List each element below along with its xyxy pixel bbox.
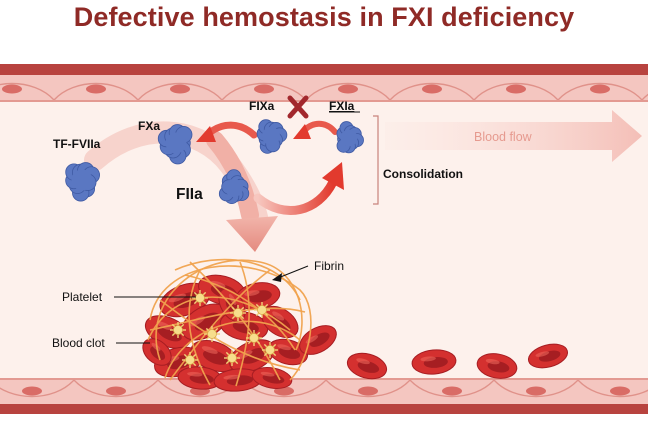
fibrin-mesh [147, 258, 312, 387]
platelet-icon [246, 330, 262, 346]
fxia-protein-icon [336, 121, 364, 154]
platelet-icon [230, 305, 246, 321]
fibrin-label: Fibrin [314, 259, 344, 273]
endothelial-nucleus-icon [358, 386, 378, 396]
endothelial-nucleus-icon [422, 84, 442, 94]
endothelial-nucleus-icon [442, 386, 462, 396]
endothelial-nucleus-icon [526, 386, 546, 396]
fixa-protein-icon [256, 119, 288, 154]
vessel-wall-top [0, 64, 648, 102]
endothelial-nucleus-icon [590, 84, 610, 94]
endothelial-nucleus-icon [22, 386, 42, 396]
fiia-protein-icon [218, 169, 250, 205]
endothelial-nucleus-icon [610, 386, 630, 396]
clot-red-blood-cell-icon [251, 367, 293, 389]
platelet-label: Platelet [62, 290, 103, 304]
endothelial-nucleus-icon [86, 84, 106, 94]
fixa-label: FIXa [249, 99, 275, 113]
endothelial-nucleus-icon [506, 84, 526, 94]
tf-fviia-protein-icon [65, 162, 100, 202]
red-blood-cell-icon [346, 352, 388, 380]
red-blood-cell-icon [527, 343, 569, 369]
platelet-icon [170, 322, 186, 338]
blood-clot-label: Blood clot [52, 336, 105, 350]
consolidation-label: Consolidation [383, 167, 463, 181]
platelet-icon [182, 352, 198, 368]
platelet-icon [224, 350, 240, 366]
consolidation-bracket [373, 115, 379, 205]
fxa-activation-arrow [196, 121, 258, 142]
fibrin-callout [272, 265, 309, 282]
fxia-label: FXIa [329, 99, 355, 113]
fxia-feedback-arrow [253, 162, 344, 215]
platelet-icon [192, 290, 208, 306]
red-blood-cell-icon [411, 349, 457, 375]
clot-red-blood-cell-icon [190, 339, 238, 373]
fxa-label: FXa [138, 119, 160, 133]
fxa-protein-icon [157, 124, 193, 165]
fixa-activation-arrow [293, 120, 338, 139]
vessel-wall-bottom [0, 378, 648, 414]
red-blood-cell-icon [476, 353, 518, 379]
endothelial-nucleus-icon [254, 84, 274, 94]
fiia-label: FIIa [176, 186, 203, 203]
blood-flow-label: Blood flow [474, 130, 533, 144]
red-x-icon [287, 95, 309, 119]
platelet-icon [204, 326, 220, 342]
platelet-icon [254, 302, 270, 318]
endothelial-nucleus-icon [2, 84, 22, 94]
endothelial-nucleus-icon [106, 386, 126, 396]
endothelial-nucleus-icon [170, 84, 190, 94]
platelet-icon [262, 342, 278, 358]
blood-flow-arrow [385, 110, 642, 162]
endothelial-nucleus-icon [338, 84, 358, 94]
figure-title: Defective hemostasis in FXI deficiency [73, 2, 575, 32]
tf-fviia-label: TF-FVIIa [53, 137, 101, 151]
